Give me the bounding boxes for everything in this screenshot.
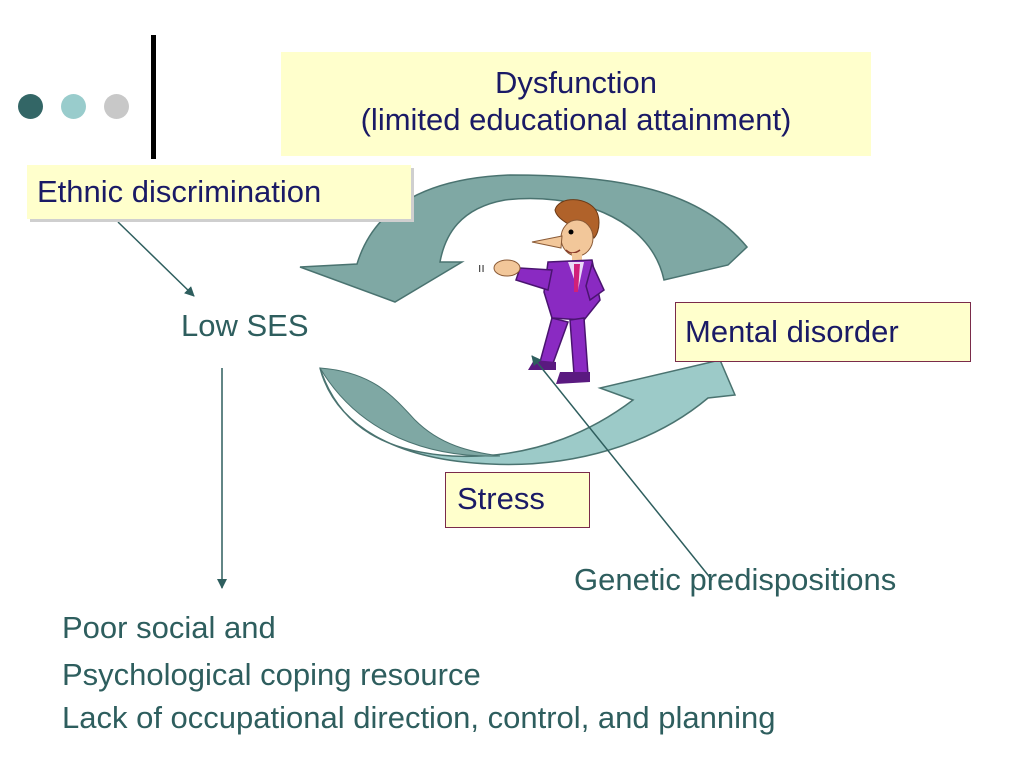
arrow-genetic-to-figure: [531, 355, 713, 581]
cycle-arrow-lower-icon: [319, 359, 737, 466]
mental-disorder-box: Mental disorder: [675, 302, 971, 362]
outcome-line-2: Psychological coping resource: [62, 657, 481, 692]
mental-disorder-label: Mental disorder: [685, 314, 899, 349]
decor-dot-mid: [61, 94, 86, 119]
svg-text:ıı: ıı: [478, 261, 485, 275]
outcome-line-1: Poor social and: [62, 610, 276, 645]
dysfunction-title: Dysfunction: [495, 65, 657, 100]
arrow-ethnic-to-lowses: [117, 221, 195, 297]
decor-vertical-bar: [151, 35, 156, 159]
cycle-arrow-upper-icon: [299, 174, 749, 303]
ethnic-discrimination-box: Ethnic discrimination: [27, 165, 411, 219]
stress-label: Stress: [457, 481, 545, 516]
decor-dot-light: [104, 94, 129, 119]
dysfunction-subtitle: (limited educational attainment): [360, 102, 792, 137]
outcome-line-3: Lack of occupational direction, control,…: [62, 700, 776, 735]
decor-dot-dark: [18, 94, 43, 119]
genetic-predispositions-label: Genetic predispositions: [574, 562, 897, 597]
stressed-man-figure-icon: ıı: [478, 199, 605, 384]
cycle-arrow-lower-inner-icon: [319, 367, 501, 457]
dysfunction-title-box: Dysfunction (limited educational attainm…: [281, 52, 871, 156]
low-ses-label: Low SES: [181, 308, 309, 343]
stress-box: Stress: [445, 472, 590, 528]
ethnic-discrimination-label: Ethnic discrimination: [37, 174, 322, 209]
